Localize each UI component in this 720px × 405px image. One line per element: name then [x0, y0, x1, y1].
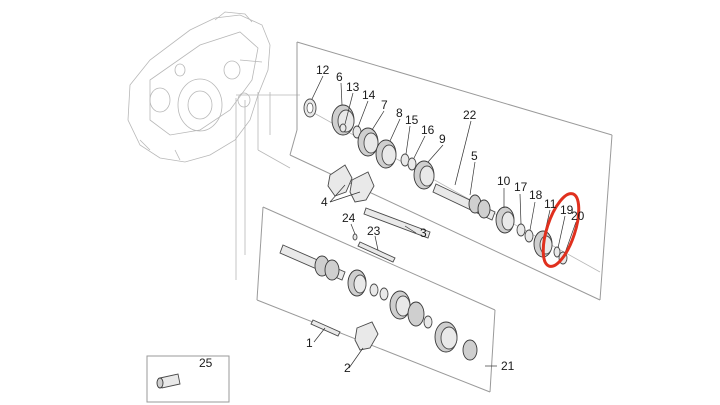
callout-numbers: 12 6 13 14 7 8 15 16 9 22 5 10 17 18 11 …: [199, 63, 585, 375]
callout-9: 9: [439, 132, 446, 146]
lower-shaft-parts: [279, 233, 478, 361]
engine-case: [127, 11, 271, 163]
guide-lines: [235, 92, 300, 280]
callout-8: 8: [396, 106, 403, 120]
callout-22: 22: [463, 108, 477, 122]
shift-forks-upper: [327, 164, 431, 239]
callout-19: 19: [560, 203, 574, 217]
callout-2: 2: [344, 361, 351, 375]
item-25-box: [146, 355, 230, 403]
callout-23: 23: [367, 224, 381, 238]
callout-18: 18: [529, 188, 543, 202]
callout-6: 6: [336, 70, 343, 84]
callout-16: 16: [421, 123, 435, 137]
callout-15: 15: [405, 113, 419, 127]
leader-lines: [311, 75, 577, 369]
upper-shaft-parts: [303, 98, 568, 265]
callout-10: 10: [497, 174, 511, 188]
callout-13: 13: [346, 80, 360, 94]
callout-17: 17: [514, 180, 528, 194]
callout-12: 12: [316, 63, 330, 77]
callout-20: 20: [571, 209, 585, 223]
callout-25: 25: [199, 356, 213, 370]
callout-4: 4: [321, 195, 328, 209]
callout-14: 14: [362, 88, 376, 102]
callout-21: 21: [501, 359, 515, 373]
callout-7: 7: [381, 98, 388, 112]
callout-11: 11: [544, 197, 557, 211]
callout-24: 24: [342, 211, 356, 225]
lower-shaft-frame: [256, 206, 496, 393]
callout-1: 1: [306, 336, 313, 350]
highlight-ring: [541, 192, 581, 268]
callout-5: 5: [471, 149, 478, 163]
callout-3: 3: [420, 226, 427, 240]
